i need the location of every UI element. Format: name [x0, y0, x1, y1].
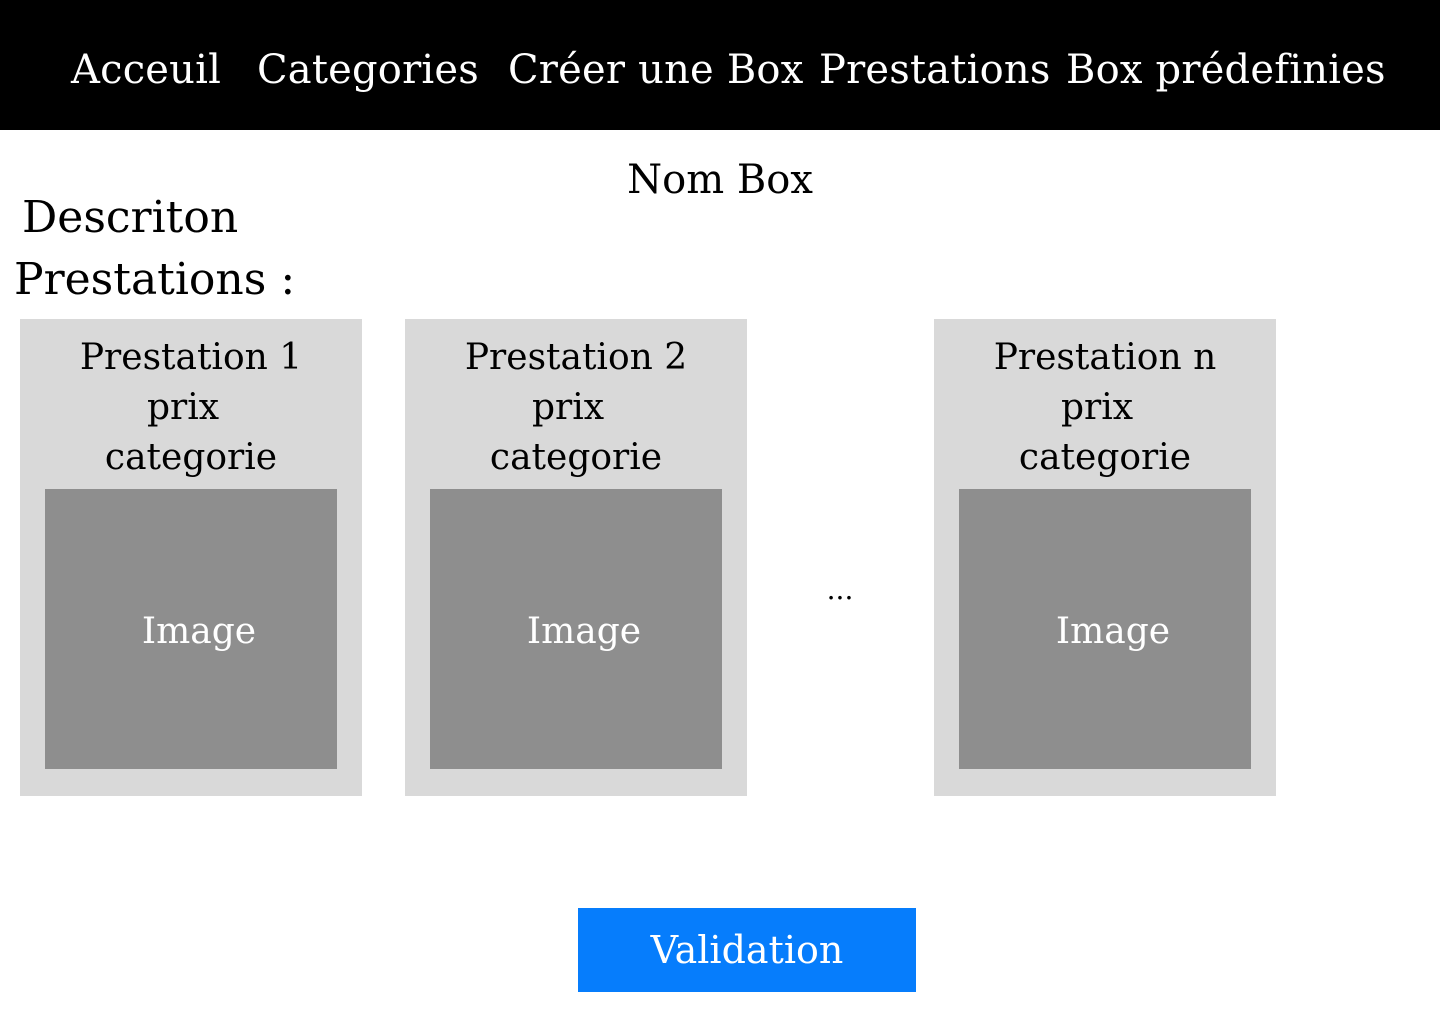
prestation-title: Prestation 1 — [79, 337, 303, 378]
prestation-category: categorie — [1018, 437, 1192, 478]
prestation-title: Prestation 2 — [464, 337, 688, 378]
prestation-card[interactable]: Prestation n prix categorie Image — [934, 319, 1276, 796]
prestation-image-placeholder: Image — [45, 489, 337, 769]
box-name-title: Nom Box — [627, 157, 813, 203]
more-prestations-ellipsis: ... — [826, 573, 854, 606]
nav-item-categories[interactable]: Categories — [257, 47, 479, 93]
prestation-price: prix — [531, 387, 605, 428]
prestation-price: prix — [146, 387, 220, 428]
prestation-category: categorie — [489, 437, 663, 478]
prestation-title: Prestation n — [993, 337, 1217, 378]
image-placeholder-label: Image — [1055, 611, 1171, 652]
box-description: Descriton — [22, 192, 239, 243]
nav-item-acceuil[interactable]: Acceuil — [71, 47, 222, 93]
prestations-heading: Prestations : — [14, 254, 296, 305]
top-navigation: Acceuil Categories Créer une Box Prestat… — [0, 0, 1440, 130]
prestation-card[interactable]: Prestation 1 prix categorie Image — [20, 319, 362, 796]
prestation-card[interactable]: Prestation 2 prix categorie Image — [405, 319, 747, 796]
prestation-image-placeholder: Image — [959, 489, 1251, 769]
prestation-category: categorie — [104, 437, 278, 478]
prestation-image-placeholder: Image — [430, 489, 722, 769]
image-placeholder-label: Image — [141, 611, 257, 652]
nav-item-box-predefinies[interactable]: Box prédefinies — [1066, 47, 1386, 93]
nav-item-creer-une-box[interactable]: Créer une Box — [508, 47, 804, 93]
validation-button[interactable]: Validation — [578, 908, 916, 992]
nav-item-prestations[interactable]: Prestations — [819, 47, 1051, 93]
image-placeholder-label: Image — [526, 611, 642, 652]
prestation-price: prix — [1060, 387, 1134, 428]
